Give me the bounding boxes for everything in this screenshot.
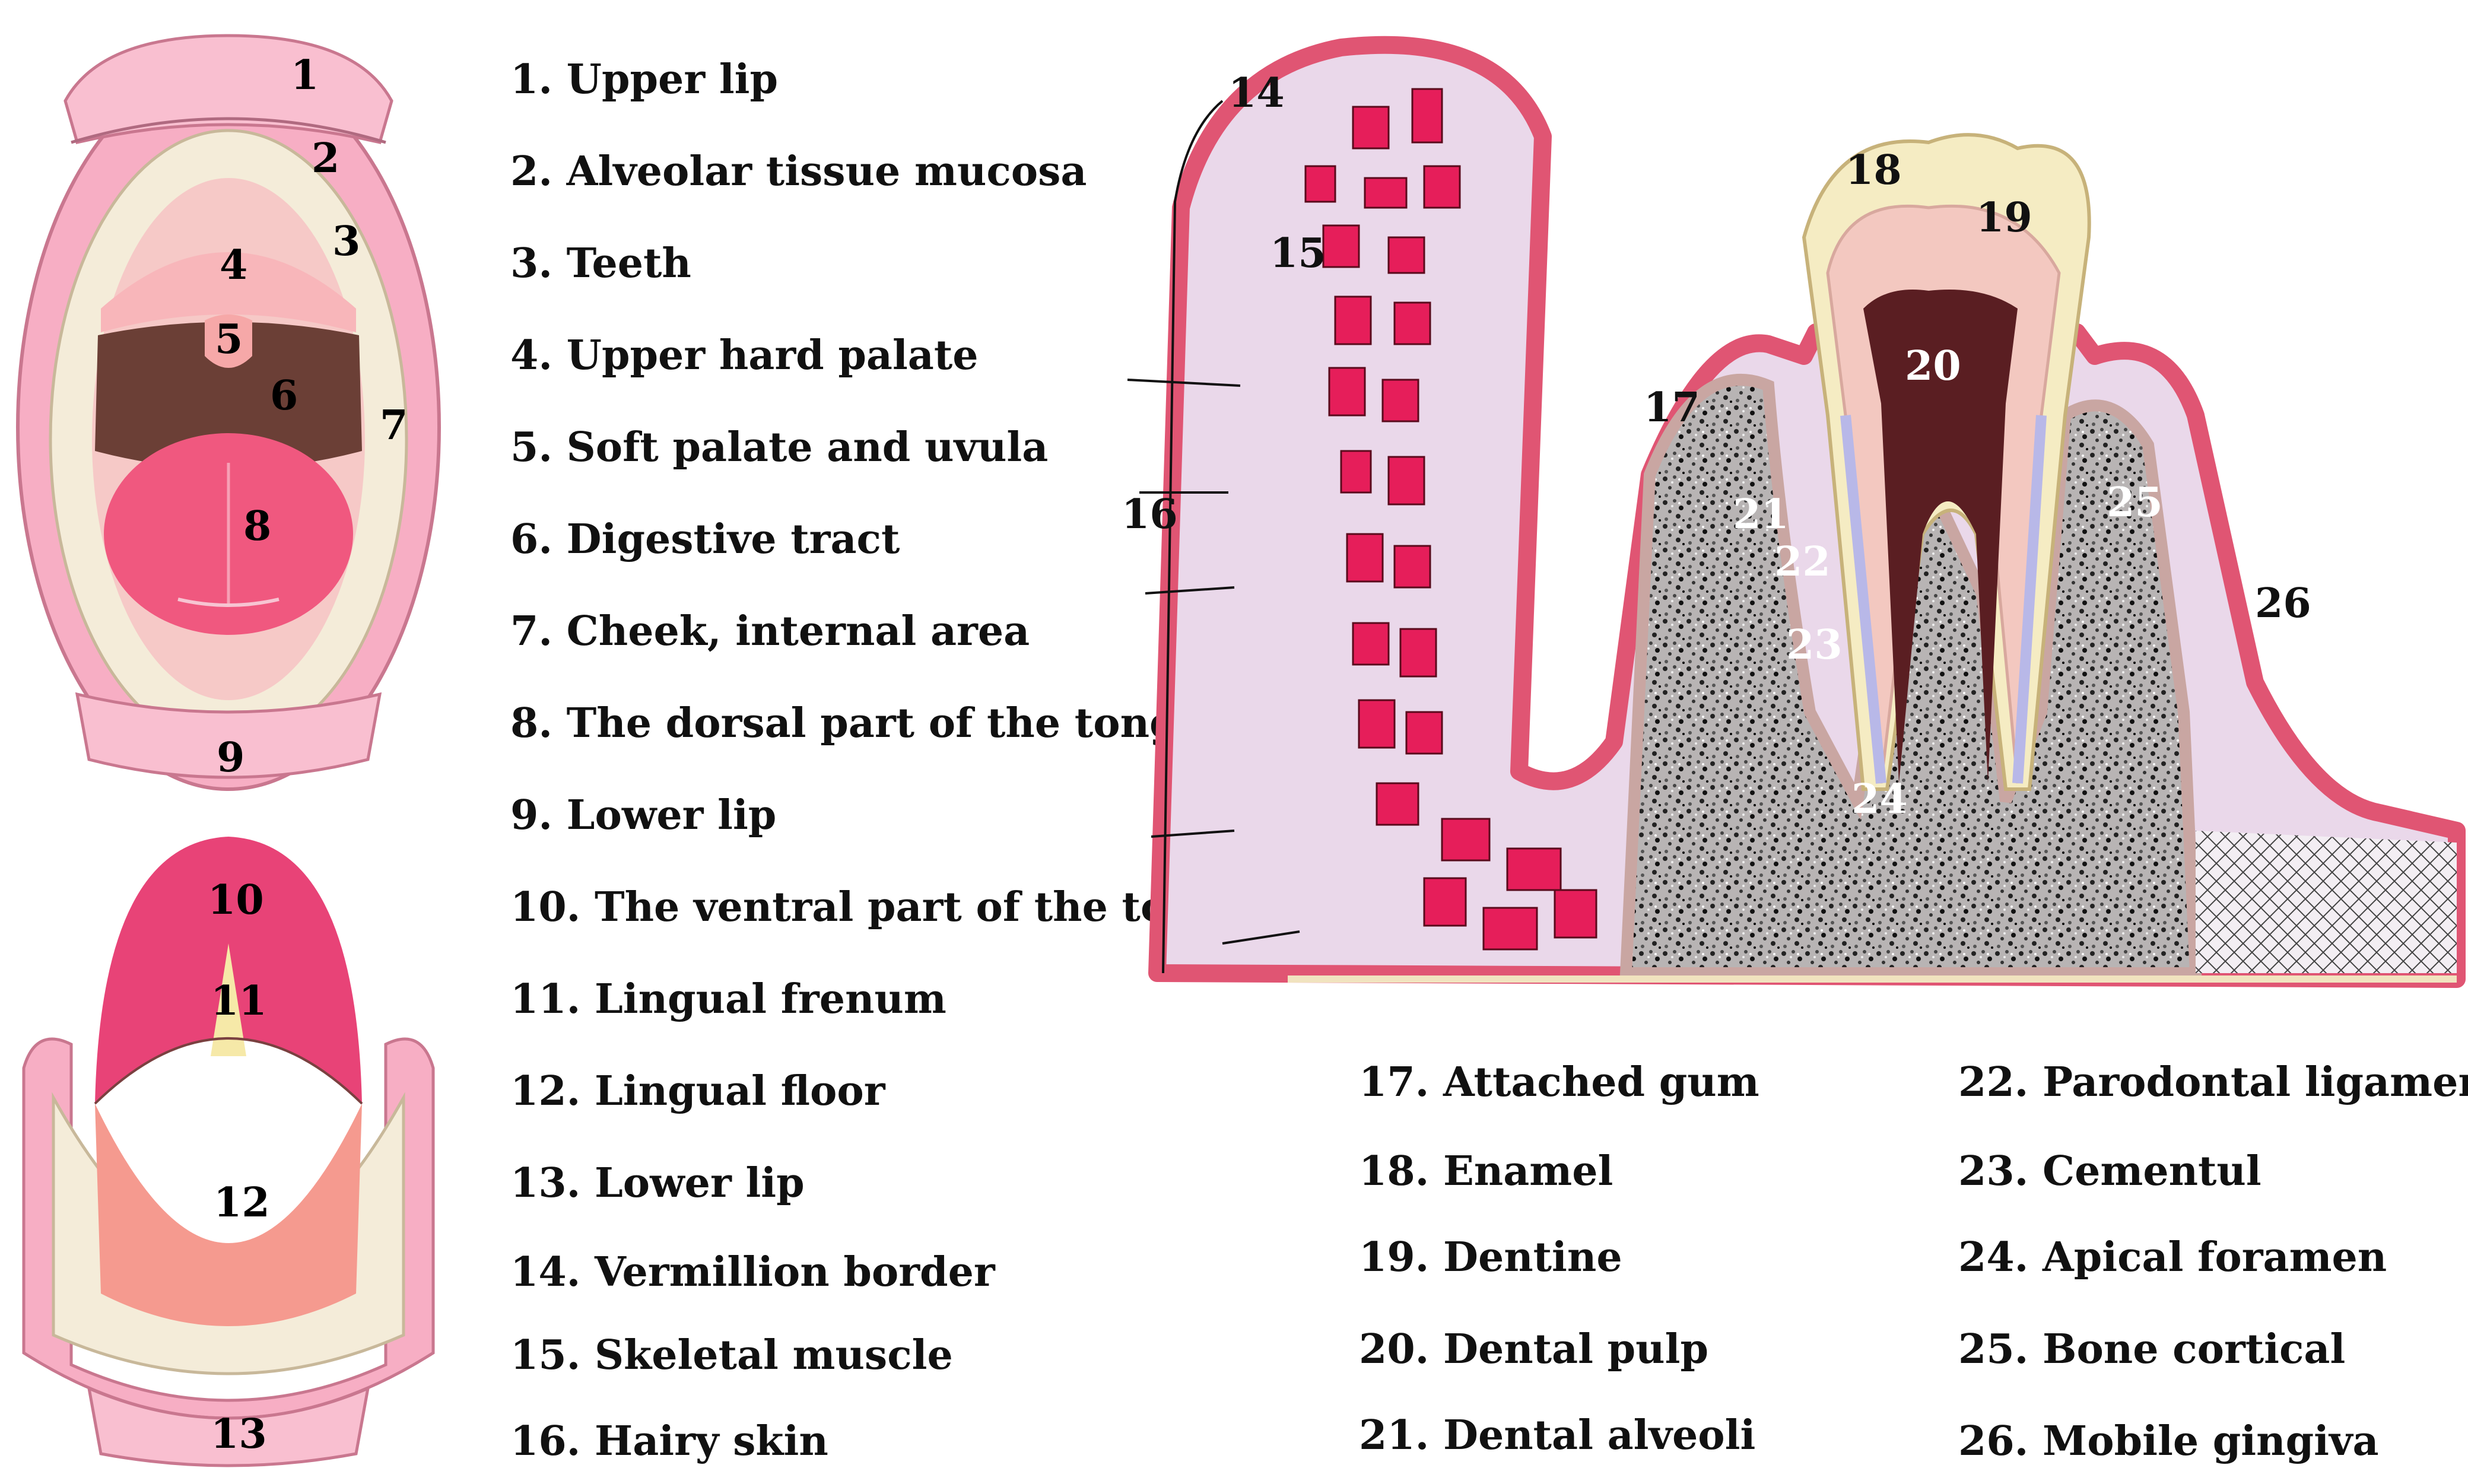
marker-7: 7	[380, 402, 408, 449]
legend-item-22: 22. Parodontal ligament	[1958, 1059, 2468, 1106]
legend-item-1: 1. Upper lip	[510, 56, 779, 103]
cross-section-illustration: 14 15 16 17 18 19 20 21 22 23 24 25 26	[1122, 36, 2466, 988]
legend-item-8: 8. The dorsal part of the tongue	[510, 700, 1233, 747]
legend-item-24: 24. Apical foramen	[1958, 1234, 2387, 1281]
lower-mouth-illustration: 10 11 12 13	[22, 837, 435, 1467]
legend-item-3: 3. Teeth	[510, 240, 691, 287]
legend-item-18: 18. Enamel	[1359, 1148, 1613, 1195]
marker-3: 3	[332, 218, 360, 265]
marker-2: 2	[312, 135, 339, 182]
marker-18: 18	[1846, 147, 1902, 194]
throat-shape	[95, 322, 362, 469]
legend-item-25: 25. Bone cortical	[1958, 1326, 2346, 1373]
marker-12: 12	[214, 1179, 270, 1226]
marker-15: 15	[1270, 230, 1326, 277]
legend-item-12: 12. Lingual floor	[510, 1067, 885, 1115]
lower-lip-shape	[75, 692, 382, 779]
legend-item-6: 6. Digestive tract	[510, 516, 900, 563]
uvula-shape	[205, 314, 252, 368]
marker-1: 1	[291, 52, 319, 99]
upper-lip-shape	[63, 34, 393, 144]
marker-20: 20	[1905, 342, 1961, 390]
marker-16: 16	[1122, 491, 1178, 538]
bone-crosshatch	[2196, 831, 2457, 973]
marker-11: 11	[211, 977, 267, 1025]
legend-item-11: 11. Lingual frenum	[510, 975, 946, 1023]
marker-19: 19	[1976, 194, 2032, 241]
marker-10: 10	[208, 876, 264, 924]
legend-item-15: 15. Skeletal muscle	[510, 1332, 953, 1379]
marker-5: 5	[215, 316, 243, 363]
marker-23: 23	[1786, 621, 1843, 669]
marker-4: 4	[220, 241, 247, 289]
hard-palate-shape	[101, 252, 356, 332]
legend-item-7: 7. Cheek, internal area	[510, 608, 1030, 655]
lingual-floor-shape	[95, 1104, 362, 1326]
marker-26: 26	[2255, 580, 2311, 627]
marker-13: 13	[211, 1410, 267, 1458]
legend-item-26: 26. Mobile gingiva	[1958, 1418, 2379, 1465]
ligament-right	[2012, 415, 2047, 784]
upper-mouth-illustration: 1 2 3 4 5 6 7 8 9	[16, 34, 441, 791]
legend-item-20: 20. Dental pulp	[1359, 1326, 1708, 1373]
tooth-pulp	[1863, 290, 2018, 783]
ligament-left	[1840, 415, 1886, 784]
legend-item-9: 9. Lower lip	[510, 792, 777, 839]
alveolar-bone	[1619, 374, 2202, 979]
legend-item-5: 5. Soft palate and uvula	[510, 424, 1049, 471]
legend-item-13: 13. Lower lip	[510, 1159, 805, 1207]
legend-item-16: 16. Hairy skin	[510, 1418, 828, 1465]
lower-lip-shape-2	[87, 1386, 370, 1467]
legend-item-2: 2. Alveolar tissue mucosa	[510, 148, 1087, 195]
legend-item-23: 23. Cementul	[1958, 1148, 2261, 1195]
legend-item-19: 19. Dentine	[1359, 1234, 1622, 1281]
marker-21: 21	[1733, 491, 1789, 538]
legend-item-4: 4. Upper hard palate	[510, 332, 979, 379]
marker-17: 17	[1644, 384, 1700, 431]
legend-item-21: 21. Dental alveoli	[1359, 1412, 1756, 1459]
marker-9: 9	[217, 734, 244, 781]
muscle-fibers	[1304, 88, 1597, 951]
marker-25: 25	[2107, 479, 2163, 526]
frenum-shape	[211, 943, 246, 1056]
legend-item-17: 17. Attached gum	[1359, 1059, 1759, 1106]
legend-item-14: 14. Vermillion border	[510, 1248, 995, 1296]
marker-14: 14	[1228, 69, 1285, 117]
marker-8: 8	[243, 503, 271, 550]
marker-6: 6	[270, 372, 298, 420]
marker-22: 22	[1774, 538, 1831, 586]
marker-24: 24	[1851, 776, 1908, 823]
